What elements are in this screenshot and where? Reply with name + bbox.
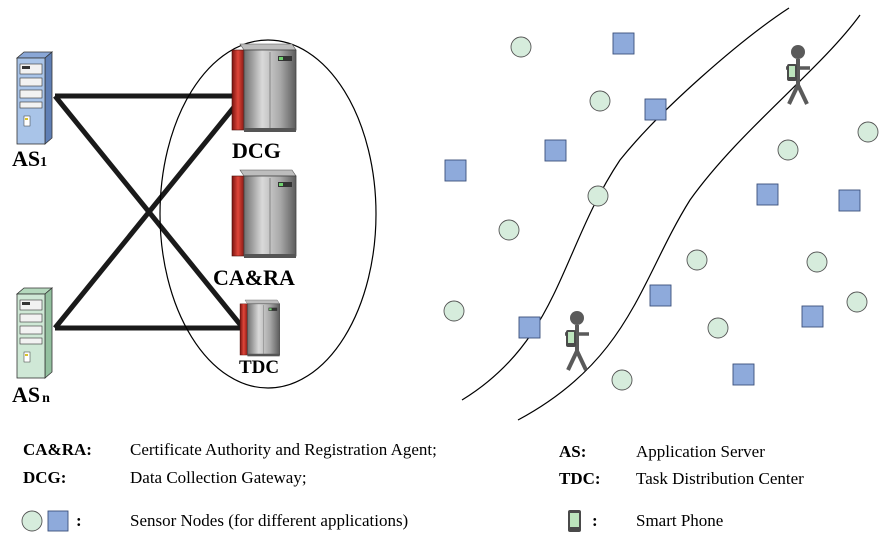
sensor-circle-icon [857, 121, 879, 143]
sensor-circle-icon [443, 300, 465, 322]
sensor-square-icon [838, 189, 861, 212]
legend-text-dcg: Data Collection Gateway; [130, 468, 307, 487]
server-icon [15, 51, 54, 145]
sensor-circle-icon [686, 249, 708, 271]
as1-label: AS1 [12, 148, 47, 170]
sensor-square-icon [649, 284, 672, 307]
sensor-square-icon [518, 316, 541, 339]
sensor-circles [443, 36, 879, 391]
sensor-circle-icon [498, 219, 520, 241]
sensor-square-icon [756, 183, 779, 206]
legend-text-phone: Smart Phone [636, 511, 724, 530]
legend-key-sensor: : [76, 511, 82, 530]
cara-label: CA&RA [213, 265, 295, 290]
asn-label-text: AS [12, 382, 41, 407]
sensor-square-icon [644, 98, 667, 121]
as1-label-sub: 1 [40, 155, 48, 170]
sensor-square-icon [732, 363, 755, 386]
road-boundary [517, 14, 861, 421]
legend-key-cara: CA&RA: [23, 440, 92, 459]
sensor-circle-icon [846, 291, 868, 313]
legend-key-phone: : [592, 511, 598, 530]
sensor-square-icon [801, 305, 824, 328]
cabinet-server-icon [231, 169, 297, 259]
legend-text-sensor: Sensor Nodes (for different applications… [130, 511, 409, 530]
link-lines [53, 93, 245, 331]
sensor-circle-icon [510, 36, 532, 58]
road-boundary [461, 7, 790, 401]
smart-phone-icon [568, 510, 581, 532]
sensor-square-icon [444, 159, 467, 182]
sensor-circle-icon [707, 317, 729, 339]
legend-key-as: AS: [559, 442, 587, 461]
sensor-circle-icon [589, 90, 611, 112]
sensor-square-icon [612, 32, 635, 55]
sensor-circle-icon [806, 251, 828, 273]
tdc-label: TDC [239, 357, 280, 378]
sensor-circle-icon [587, 185, 609, 207]
cabinet-server-icon [239, 299, 280, 357]
legend-text-cara: Certificate Authority and Registration A… [130, 440, 437, 459]
as1-label-text: AS [12, 146, 41, 171]
sensor-circle-icon [21, 510, 43, 532]
sensor-square-icon [544, 139, 567, 162]
dcg-label: DCG [232, 138, 281, 163]
sensor-square-icon [47, 510, 69, 532]
asn-label-sub: n [42, 391, 50, 406]
sensor-squares [444, 32, 861, 386]
sensor-circle-icon [777, 139, 799, 161]
server-cluster-ellipse [159, 39, 377, 389]
sensor-circle-icon [611, 369, 633, 391]
legend-key-dcg: DCG: [23, 468, 67, 487]
legend-text-as: Application Server [636, 442, 765, 461]
legend-key-tdc: TDC: [559, 469, 601, 488]
server-icon [15, 287, 54, 379]
legend-symbols [21, 510, 581, 532]
person-icon [563, 309, 591, 372]
legend-text-tdc: Task Distribution Center [636, 469, 804, 488]
cabinet-server-icon [231, 43, 297, 133]
